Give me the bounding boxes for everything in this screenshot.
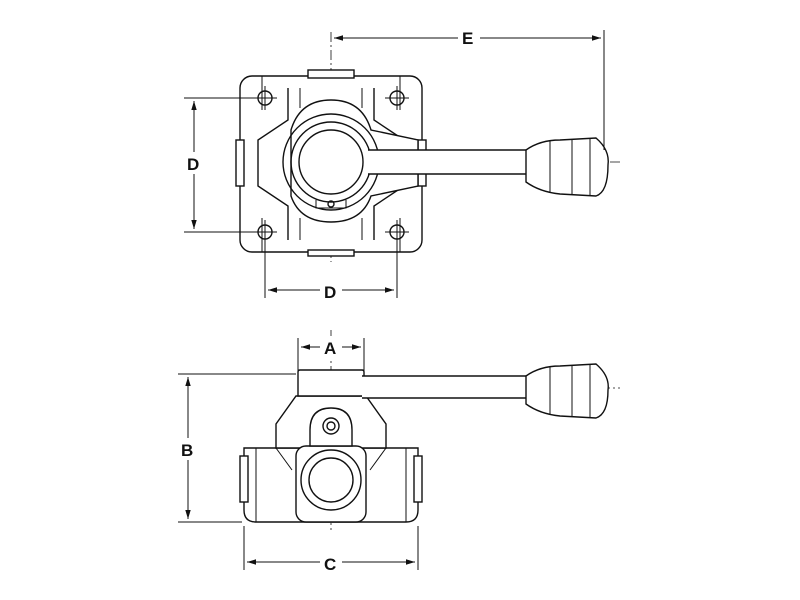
front-lever-handle: [525, 363, 609, 419]
bore-opening: [298, 129, 364, 195]
top-view: [235, 32, 620, 262]
detent-notch: [315, 200, 347, 209]
dim-e-label: E: [462, 29, 473, 48]
detent-screw-inner: [326, 421, 336, 431]
base-inner-lines: [255, 448, 407, 522]
handle-grip-lines: [549, 139, 591, 196]
top-port: [307, 69, 355, 79]
plate-inner-lines: [261, 76, 401, 252]
front-left-port: [239, 455, 249, 503]
bottom-port: [307, 249, 355, 257]
front-handle-grip-lines: [549, 365, 591, 418]
front-right-port: [413, 455, 423, 503]
dim-c-label: C: [324, 555, 336, 574]
left-port: [235, 139, 245, 187]
dimension-d-horizontal: D: [264, 238, 398, 302]
dimension-e: E: [334, 26, 605, 150]
body-fillet-lines: [275, 447, 387, 471]
dimension-b: B: [178, 373, 296, 523]
front-view: [239, 330, 620, 530]
front-port-ring: [300, 449, 362, 511]
dim-b-label: B: [181, 441, 193, 460]
dim-a-label: A: [324, 339, 336, 358]
lever-handle: [525, 137, 609, 197]
detent-screw-outer: [322, 417, 340, 435]
detent-pin: [327, 200, 335, 208]
lever-arm: [368, 149, 531, 175]
dim-d-h-label: D: [324, 283, 336, 302]
dim-d-v-label: D: [187, 155, 199, 174]
front-lever-arm: [362, 375, 531, 399]
dimension-c: C: [243, 526, 419, 574]
dimension-a: A: [297, 336, 365, 372]
lever-hub-top: [297, 369, 365, 397]
front-port-opening: [308, 457, 354, 503]
dimension-d-vertical: D: [184, 97, 258, 233]
